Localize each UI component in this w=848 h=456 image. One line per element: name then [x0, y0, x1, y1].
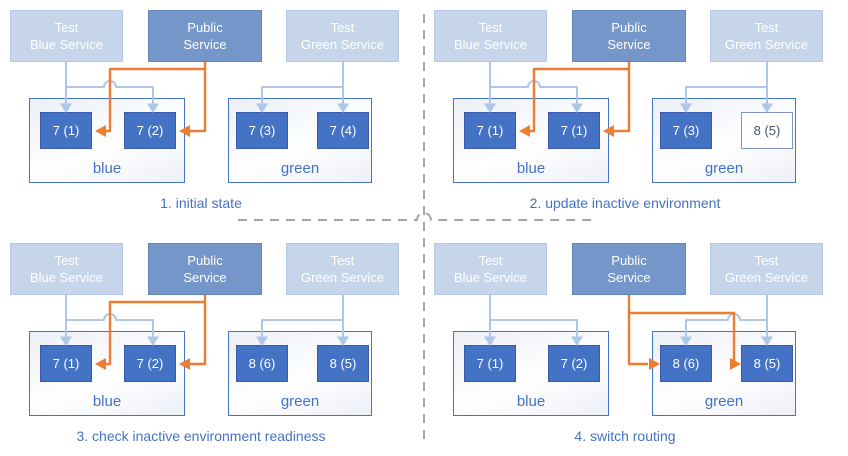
service-label-line: Public — [187, 253, 223, 268]
instance-box: 7 (3) — [236, 112, 288, 149]
test-green-service-box: Test Green Service — [710, 243, 823, 295]
service-label-line: Test — [478, 20, 503, 35]
service-label-line: Test — [330, 20, 355, 35]
green-environment-box: 7 (3) 8 (5) green — [652, 98, 796, 183]
instance-box: 7 (2) — [124, 345, 176, 382]
service-label-line: Test — [478, 253, 503, 268]
environment-label: green — [704, 393, 744, 410]
test-green-service-box: Test Green Service — [710, 10, 823, 62]
environment-label: green — [280, 393, 320, 410]
public-service-box: Public Service — [572, 10, 686, 62]
service-label-line: Blue Service — [30, 37, 103, 52]
service-label-line: Test — [754, 20, 779, 35]
panel-caption: 1. initial state — [160, 195, 242, 211]
environment-label: green — [704, 160, 744, 177]
service-label-line: Test — [330, 253, 355, 268]
environment-label: blue — [92, 160, 122, 177]
test-blue-service-box: Test Blue Service — [10, 10, 123, 62]
green-environment-box: 7 (3) 7 (4) green — [228, 98, 372, 183]
service-label-line: Service — [607, 270, 651, 285]
test-blue-service-box: Test Blue Service — [434, 10, 547, 62]
public-service-box: Public Service — [148, 10, 262, 62]
instance-box-inactive: 8 (5) — [741, 112, 793, 149]
panel-caption: 4. switch routing — [574, 428, 676, 444]
service-label-line: Green Service — [724, 270, 809, 285]
environment-label: blue — [92, 393, 122, 410]
instance-box: 7 (3) — [660, 112, 712, 149]
test-green-service-box: Test Green Service — [286, 10, 399, 62]
public-service-box: Public Service — [148, 243, 262, 295]
test-blue-service-box: Test Blue Service — [434, 243, 547, 295]
service-label-line: Public — [187, 20, 223, 35]
instance-box: 7 (1) — [464, 112, 516, 149]
service-label-line: Public — [611, 20, 647, 35]
panel-caption: 2. update inactive environment — [529, 195, 721, 211]
panel-4-switch-routing: 7 (1) 7 (2) blue 8 (6) 8 (5) green — [424, 233, 848, 456]
service-label-line: Service — [183, 37, 227, 52]
service-label-line: Blue Service — [454, 270, 527, 285]
environment-label: blue — [516, 393, 546, 410]
blue-environment-box: 7 (1) 7 (2) blue — [29, 98, 185, 183]
service-label-line: Test — [54, 253, 79, 268]
instance-box: 8 (6) — [236, 345, 288, 382]
instance-box: 7 (1) — [40, 112, 92, 149]
service-label-line: Green Service — [724, 37, 809, 52]
service-label-line: Test — [54, 20, 79, 35]
panel-1-initial-state: 7 (1) 7 (2) blue 7 (3) 7 (4) green — [0, 0, 424, 228]
environment-label: green — [280, 160, 320, 177]
test-blue-service-box: Test Blue Service — [10, 243, 123, 295]
instance-box: 7 (1) — [548, 112, 600, 149]
service-label-line: Blue Service — [454, 37, 527, 52]
public-service-box: Public Service — [572, 243, 686, 295]
environment-label: blue — [516, 160, 546, 177]
green-environment-box: 8 (6) 8 (5) green — [652, 331, 796, 416]
instance-box: 7 (2) — [548, 345, 600, 382]
service-label-line: Service — [183, 270, 227, 285]
service-label-line: Test — [754, 253, 779, 268]
green-environment-box: 8 (6) 8 (5) green — [228, 331, 372, 416]
service-label-line: Blue Service — [30, 270, 103, 285]
instance-box: 8 (5) — [317, 345, 369, 382]
service-label-line: Service — [607, 37, 651, 52]
instance-box: 7 (4) — [317, 112, 369, 149]
panel-caption: 3. check inactive environment readiness — [76, 428, 326, 444]
blue-environment-box: 7 (1) 7 (2) blue — [453, 331, 609, 416]
instance-box: 8 (6) — [660, 345, 712, 382]
blue-environment-box: 7 (1) 7 (2) blue — [29, 331, 185, 416]
panel-3-check-readiness: 7 (1) 7 (2) blue 8 (6) 8 (5) green — [0, 233, 424, 456]
blue-environment-box: 7 (1) 7 (1) blue — [453, 98, 609, 183]
service-label-line: Green Service — [300, 270, 385, 285]
panel-2-update-inactive: 7 (1) 7 (1) blue 7 (3) 8 (5) green — [424, 0, 848, 228]
instance-box: 8 (5) — [741, 345, 793, 382]
instance-box: 7 (1) — [464, 345, 516, 382]
instance-box: 7 (2) — [124, 112, 176, 149]
instance-box: 7 (1) — [40, 345, 92, 382]
test-green-service-box: Test Green Service — [286, 243, 399, 295]
service-label-line: Public — [611, 253, 647, 268]
service-label-line: Green Service — [300, 37, 385, 52]
